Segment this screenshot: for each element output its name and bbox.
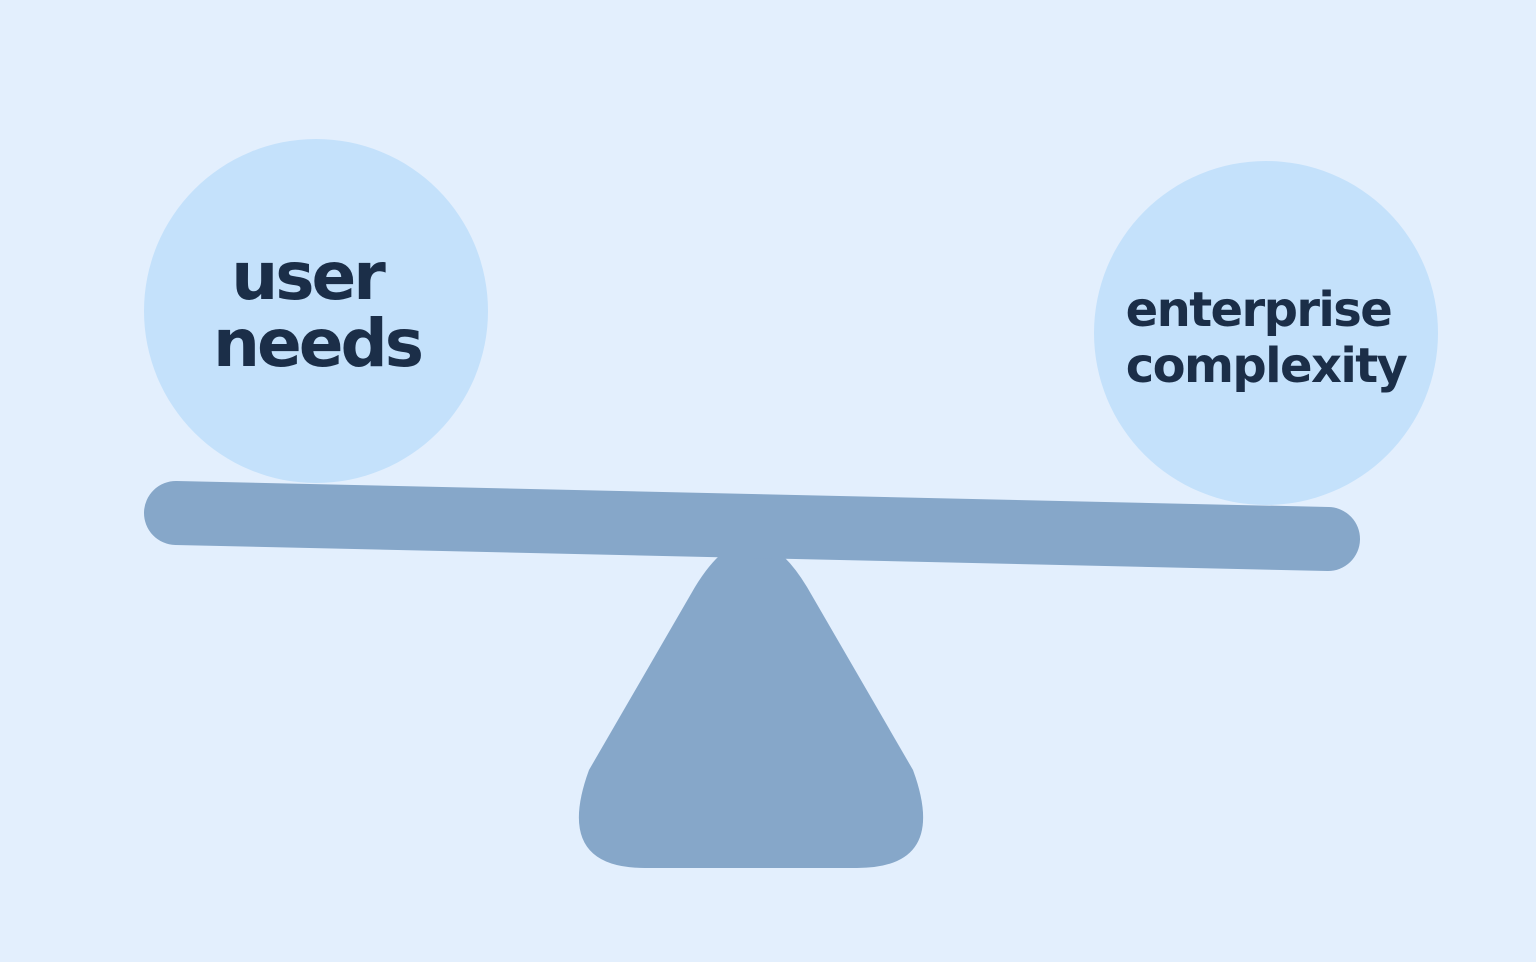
- svg-text:user needs: user needs: [213, 238, 422, 382]
- left-weight-label-line-2: needs: [213, 305, 422, 382]
- right-weight: enterprise complexity: [1094, 161, 1438, 505]
- svg-text:enterprise complexity: enterprise complexity: [1126, 282, 1408, 394]
- right-weight-circle: [1094, 161, 1438, 505]
- fulcrum: [578, 541, 924, 868]
- right-weight-label-line-2: complexity: [1126, 338, 1408, 394]
- left-weight: user needs: [144, 139, 488, 483]
- left-weight-circle: [144, 139, 488, 483]
- seesaw-beam: [144, 481, 1360, 571]
- right-weight-label-line-1: enterprise: [1126, 282, 1392, 338]
- left-weight-label-line-1: user: [231, 238, 386, 315]
